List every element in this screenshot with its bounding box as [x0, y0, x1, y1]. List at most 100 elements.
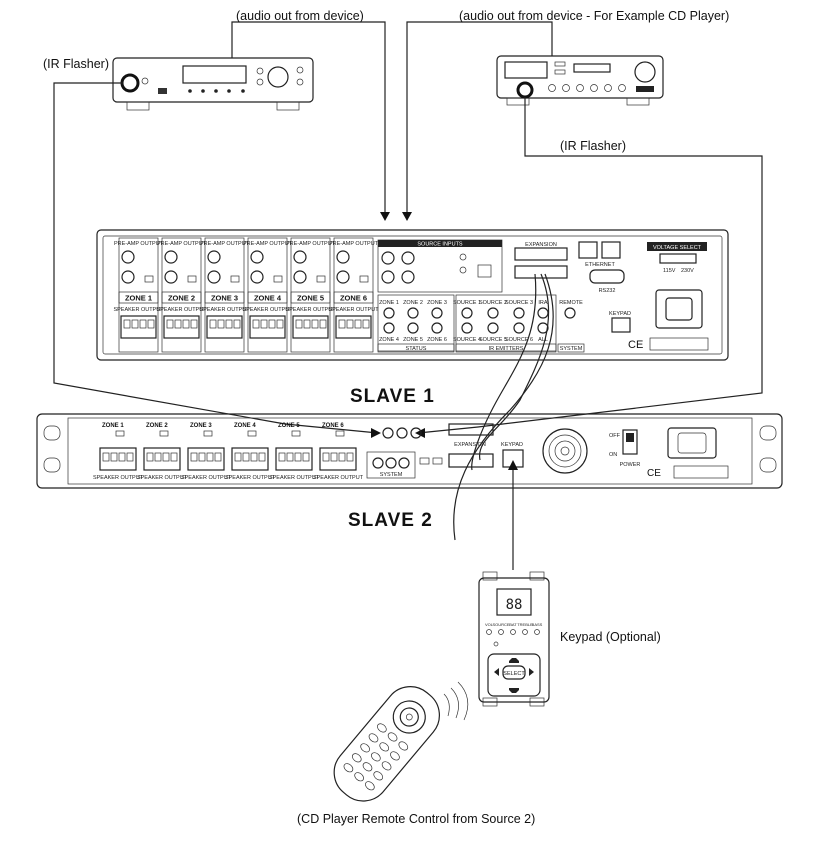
remote-button[interactable] — [367, 732, 379, 744]
keypad-button-label: TREBLE — [517, 622, 533, 627]
speaker-terminal — [335, 315, 372, 339]
remote-button[interactable] — [372, 770, 384, 782]
volume-knob-icon — [267, 66, 289, 88]
ir-signal-icon — [443, 693, 450, 717]
keypad-button[interactable] — [534, 629, 540, 635]
speaker-terminal — [275, 447, 313, 471]
remote-control — [333, 686, 440, 802]
ir-flasher-label-2: (IR Flasher) — [560, 139, 626, 153]
speaker-output-label: SPEAKER OUTPUT — [137, 475, 188, 481]
s2-expansion-label: EXPANSION — [454, 442, 486, 448]
ir-source-6: SOURCE 6 — [505, 337, 533, 343]
ir-source-2: SOURCE 2 — [479, 300, 507, 306]
remote-button[interactable] — [389, 750, 401, 762]
speaker-output-label: SPEAKER OUTPUT — [242, 307, 293, 313]
speaker-output-label: SPEAKER OUTPUT — [269, 475, 320, 481]
status-zone-5: ZONE 5 — [403, 337, 423, 343]
speaker-output-label: SPEAKER OUTPUT — [156, 307, 207, 313]
power-label: POWER — [620, 462, 641, 468]
zone-label: ZONE 5 — [297, 294, 324, 303]
status-zone-4: ZONE 4 — [379, 337, 399, 343]
ir-receiver-icon — [516, 81, 534, 99]
remote-button[interactable] — [361, 761, 373, 773]
remote-button[interactable] — [386, 731, 398, 743]
s2-system-label: SYSTEM — [380, 472, 403, 478]
remote-button[interactable] — [378, 741, 390, 753]
remote-label: REMOTE — [559, 300, 583, 306]
remote-label: (CD Player Remote Control from Source 2) — [297, 812, 536, 826]
keypad-button[interactable] — [498, 629, 504, 635]
device-display — [182, 65, 247, 84]
system-label: SYSTEM — [560, 346, 583, 352]
audio-out-label-2: (audio out from device - For Example CD … — [459, 9, 730, 23]
remote-button[interactable] — [353, 771, 365, 783]
ce-mark-icon: CE — [628, 339, 643, 351]
speaker-terminal — [99, 447, 137, 471]
pre-amp-output-label: PRE-AMP OUTPUT — [200, 241, 250, 247]
ir-receiver-icon — [120, 73, 140, 93]
volume-knob-icon — [634, 61, 656, 83]
remote-button[interactable] — [397, 740, 409, 752]
ir-emitters-label: IR EMITTERS — [489, 346, 524, 352]
prev-icon — [494, 668, 499, 676]
remote-button[interactable] — [359, 742, 371, 754]
speaker-terminal — [143, 447, 181, 471]
source-inputs-block — [377, 239, 503, 293]
ir-all-label: ALL — [538, 337, 548, 343]
keypad-button-label: VOL — [485, 622, 494, 627]
speaker-output-label: SPEAKER OUTPUT — [199, 307, 250, 313]
speaker-output-label: SPEAKER OUTPUT — [113, 307, 164, 313]
speaker-terminal — [249, 315, 286, 339]
speaker-terminal — [163, 315, 200, 339]
ce-mark-icon: CE — [647, 468, 661, 479]
status-zone-1: ZONE 1 — [379, 300, 399, 306]
remote-button[interactable] — [351, 752, 363, 764]
expansion-label: EXPANSION — [525, 242, 557, 248]
remote-button[interactable] — [376, 722, 388, 734]
zone-label: ZONE 6 — [322, 423, 344, 429]
voltage-select-label: VOLTAGE SELECT — [653, 245, 702, 251]
keypad-button-label: BASS — [532, 622, 543, 627]
source-device-2 — [496, 55, 664, 106]
zone-module: ZONE 6 SPEAKER OUTPUT — [313, 423, 364, 481]
zone-label: ZONE 1 — [102, 423, 124, 429]
status-label: STATUS — [406, 346, 427, 352]
on-label: ON — [609, 452, 617, 458]
ir-source-5: SOURCE 5 — [479, 337, 507, 343]
keypad-button[interactable] — [486, 629, 492, 635]
power-inlet-icon — [667, 427, 717, 459]
off-label: OFF — [609, 433, 621, 439]
ir-source-4: SOURCE 4 — [453, 337, 481, 343]
voltage-115: 115V — [663, 268, 676, 274]
keypad-button-label: SOURCE — [492, 622, 509, 627]
speaker-terminal — [206, 315, 243, 339]
keypad-button[interactable] — [510, 629, 516, 635]
ir-source-3: SOURCE 3 — [505, 300, 533, 306]
remote-button[interactable] — [364, 780, 376, 792]
speaker-output-label: SPEAKER OUTPUT — [328, 307, 379, 313]
slave-1-title: SLAVE 1 — [350, 386, 435, 407]
speaker-output-label: SPEAKER OUTPUT — [225, 475, 276, 481]
zone-label: ZONE 4 — [254, 294, 282, 303]
remote-button[interactable] — [370, 751, 382, 763]
status-zone-2: ZONE 2 — [403, 300, 423, 306]
power-switch-icon — [622, 429, 638, 455]
device-display — [504, 61, 548, 79]
remote-button[interactable] — [342, 762, 354, 774]
zone-label: ZONE 1 — [125, 294, 152, 303]
remote-button[interactable] — [381, 760, 393, 772]
voltage-230: 230V — [681, 268, 694, 274]
ethernet-label: ETHERNET — [585, 262, 615, 268]
speaker-terminal — [319, 447, 357, 471]
vol-down-icon — [509, 688, 519, 693]
speaker-output-label: SPEAKER OUTPUT — [313, 475, 364, 481]
speaker-terminal — [231, 447, 269, 471]
status-zone-6: ZONE 6 — [427, 337, 447, 343]
keypad-button[interactable] — [522, 629, 528, 635]
pre-amp-output-label: PRE-AMP OUTPUT — [157, 241, 207, 247]
